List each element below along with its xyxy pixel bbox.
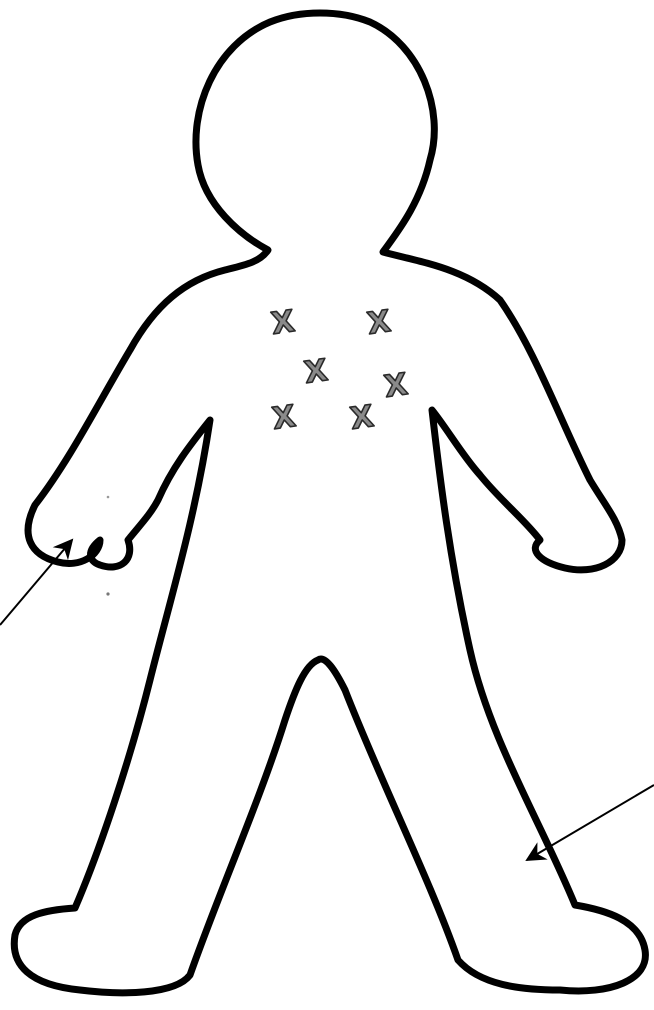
marker-x: X [302, 353, 330, 391]
marker-x-glyph: X [365, 304, 393, 342]
marker-x: X [365, 304, 393, 342]
marker-x-glyph: X [269, 304, 297, 342]
marker-x-glyph: X [348, 399, 376, 437]
marker-x-glyph: X [382, 367, 410, 405]
marker-x-glyph: X [270, 399, 298, 437]
marker-x: X [382, 367, 410, 405]
marker-x: X [269, 304, 297, 342]
marker-x: X [348, 399, 376, 437]
speck [107, 496, 110, 499]
speck [106, 592, 109, 595]
arrow-to-right-leg [527, 785, 654, 860]
marker-x: X [270, 399, 298, 437]
marker-x-glyph: X [302, 353, 330, 391]
